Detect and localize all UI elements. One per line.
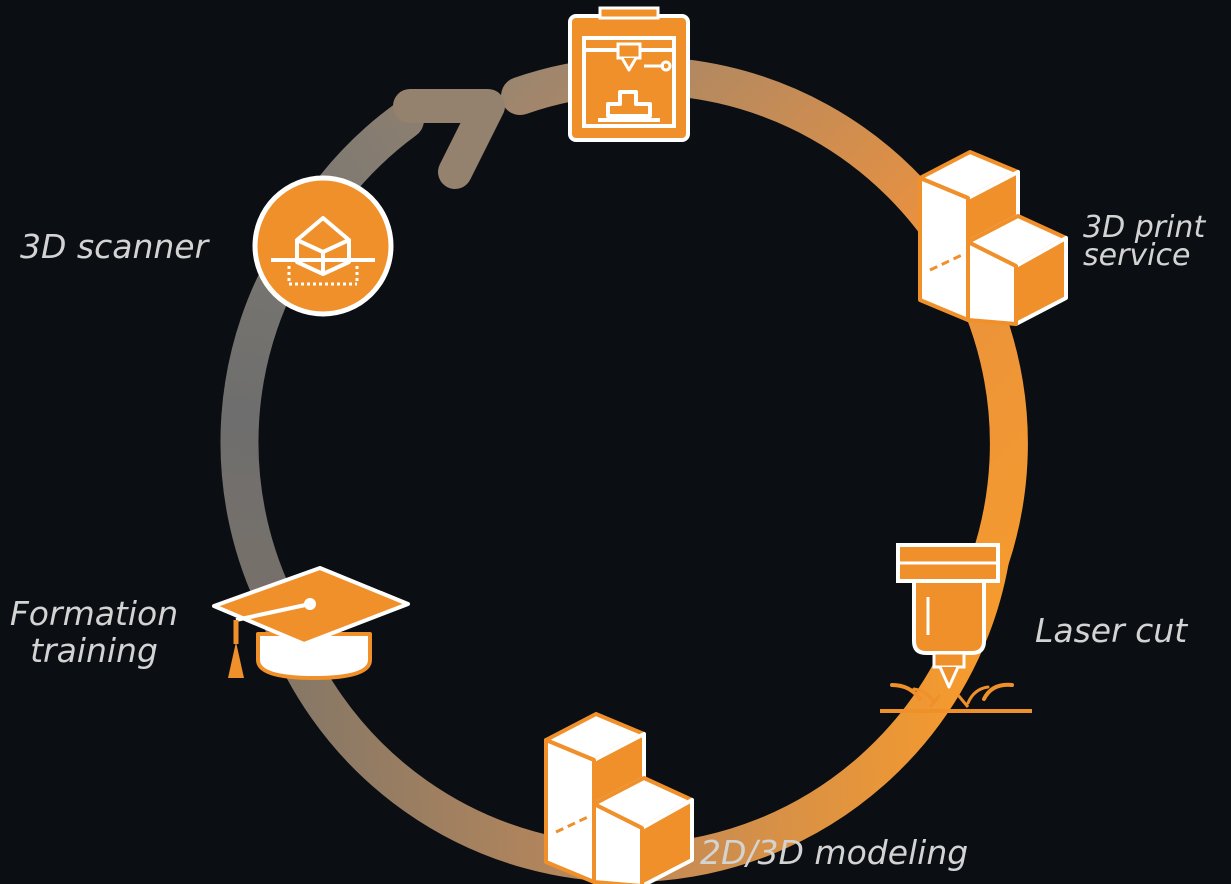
ring-segment-top-right [501,56,1028,579]
3d-model-icon [544,712,694,884]
label-3d-print-service-line-2: service [1083,237,1191,273]
label-formation-training-line-2: training [30,630,158,670]
label-3d-scanner: 3D scanner [20,227,209,266]
3d-printer-icon [568,6,690,142]
label-modeling: 2D/3D modeling [700,833,969,872]
3d-scanner-icon [252,175,394,317]
label-3d-print-service-line-1: 3D print [1083,210,1206,245]
laser-cutter-icon [880,543,1032,713]
graduation-cap-icon [212,566,410,680]
label-laser-cut: Laser cut [1035,611,1188,650]
label-formation-training: Formation training [8,594,180,670]
3d-print-service-icon [918,150,1068,326]
cycle-arrow-head-icon [393,89,505,189]
label-formation-training-line-1: Formation [9,594,179,633]
label-3d-print-service: 3D print service [1083,210,1206,273]
